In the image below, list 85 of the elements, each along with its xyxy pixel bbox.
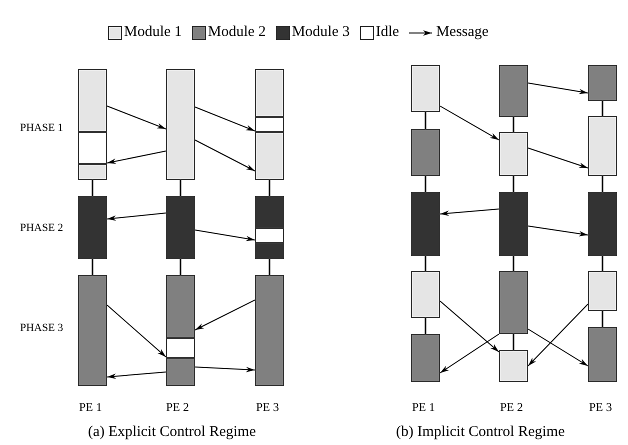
activity-bar	[588, 192, 617, 256]
activity-bar	[255, 132, 284, 180]
connector-line	[602, 311, 604, 327]
activity-bar	[588, 65, 617, 101]
activity-bar	[499, 132, 528, 176]
message-arrow	[106, 212, 166, 221]
activity-bar	[255, 243, 284, 259]
activity-bar	[255, 275, 284, 386]
connector-line	[602, 176, 604, 192]
message-arrow	[440, 208, 500, 216]
message-arrow	[440, 300, 500, 352]
activity-bar	[166, 275, 195, 338]
connector-line	[424, 318, 426, 334]
activity-bar	[166, 358, 195, 386]
message-arrow	[528, 148, 588, 168]
legend-label: Module 3	[292, 24, 350, 41]
message-arrow	[194, 140, 256, 172]
activity-bar	[411, 129, 440, 176]
activity-bar	[588, 116, 617, 176]
idle-segment	[78, 132, 107, 164]
connector-line	[180, 259, 182, 275]
processor-label: PE 3	[589, 400, 612, 415]
message-arrow	[440, 334, 500, 374]
message-arrow	[528, 226, 588, 236]
activity-bar	[588, 271, 617, 311]
idle-segment	[255, 117, 284, 132]
activity-bar	[411, 65, 440, 112]
activity-bar	[166, 196, 195, 259]
idle-segment	[255, 228, 284, 243]
message-arrow	[528, 304, 588, 366]
idle-segment	[166, 338, 195, 358]
connector-line	[512, 176, 514, 192]
message-arrow	[440, 106, 500, 140]
processor-label: PE 2	[500, 400, 524, 415]
activity-bar	[499, 65, 528, 117]
connector-line	[602, 256, 604, 271]
message-arrow	[106, 106, 166, 130]
message-arrow	[528, 82, 588, 94]
phase-label: PHASE 3	[20, 322, 64, 334]
activity-bar	[499, 271, 528, 334]
activity-bar	[588, 327, 617, 382]
connector-line	[424, 176, 426, 192]
activity-bar	[166, 69, 195, 180]
message-arrow	[194, 230, 256, 242]
activity-bar	[255, 69, 284, 117]
message-arrow	[194, 106, 256, 132]
connector-line	[512, 117, 514, 132]
legend-label: Idle	[376, 24, 400, 41]
activity-bar	[499, 350, 528, 382]
connector-line	[424, 256, 426, 271]
connector-line	[268, 180, 270, 196]
legend-label: Module 2	[208, 24, 266, 41]
phase-label: PHASE 2	[20, 222, 64, 234]
subfigure-caption: (b) Implicit Control Regime	[396, 424, 565, 441]
connector-line	[602, 101, 604, 116]
activity-bar	[411, 192, 440, 256]
connector-line	[180, 180, 182, 196]
connector-line	[92, 259, 94, 275]
processor-label: PE 2	[166, 400, 190, 415]
activity-bar	[499, 192, 528, 256]
subfigure-caption: (a) Explicit Control Regime	[88, 424, 256, 441]
connector-line	[512, 256, 514, 271]
message-arrow	[194, 366, 256, 372]
connector-line	[268, 259, 270, 275]
processor-label: PE 3	[256, 400, 280, 415]
message-arrow	[106, 150, 166, 164]
activity-bar	[411, 334, 440, 382]
activity-bar	[78, 196, 107, 259]
legend-label: Module 1	[124, 24, 182, 41]
message-arrow	[528, 328, 588, 366]
connector-line	[424, 112, 426, 129]
message-arrow	[106, 372, 166, 379]
processor-label: PE 1	[412, 400, 436, 415]
activity-bar	[78, 275, 107, 386]
message-arrow	[194, 300, 256, 330]
activity-bar	[411, 271, 440, 318]
activity-bar	[78, 69, 107, 132]
activity-bar	[255, 196, 284, 228]
phase-label: PHASE 1	[20, 122, 64, 134]
message-arrow	[106, 304, 166, 358]
activity-bar	[78, 164, 107, 180]
connector-line	[512, 334, 514, 350]
connector-line	[92, 180, 94, 196]
legend-label: Message	[436, 24, 489, 41]
processor-label: PE 1	[79, 400, 102, 415]
